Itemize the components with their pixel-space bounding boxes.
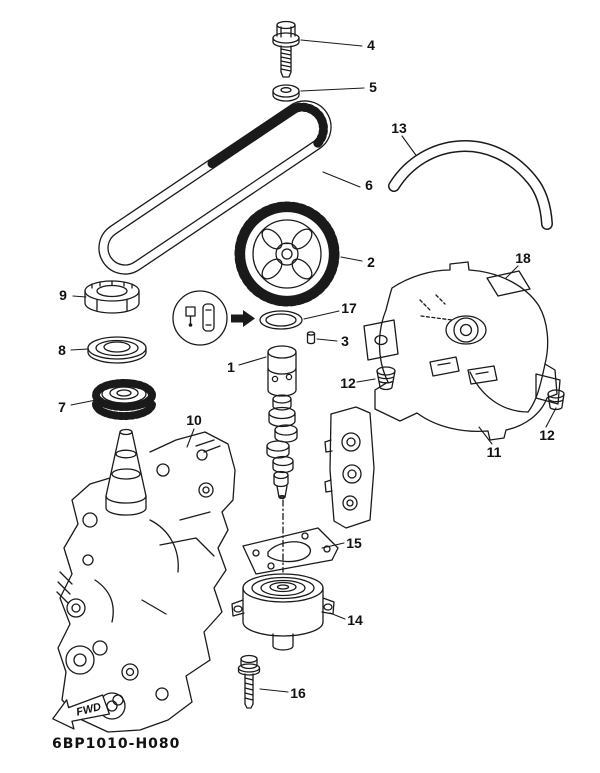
part-17-oring bbox=[259, 310, 303, 330]
callout-3: 3 bbox=[341, 333, 349, 349]
callout-17: 17 bbox=[341, 300, 357, 316]
part-8-washer bbox=[87, 336, 147, 364]
part-9-nut bbox=[84, 280, 140, 314]
part-12-plug-right bbox=[547, 389, 565, 411]
drawing-code: 6BP1010-H080 bbox=[52, 736, 180, 752]
part-18-plate bbox=[486, 270, 531, 297]
part-5-washer bbox=[272, 84, 300, 102]
fwd-arrow-outline bbox=[52, 694, 110, 730]
callout-15: 15 bbox=[346, 535, 362, 551]
part-7-drive-gear bbox=[92, 379, 156, 420]
callout-13: 13 bbox=[391, 120, 407, 136]
part-2-driven-sprocket bbox=[234, 201, 340, 307]
callout-6: 6 bbox=[365, 177, 373, 193]
part-15-gasket bbox=[242, 527, 339, 575]
part-3-dowel-pin bbox=[306, 331, 316, 345]
fwd-arrow: FWD bbox=[52, 694, 110, 730]
engine-block bbox=[56, 428, 236, 733]
part-6-timing-belt bbox=[98, 100, 332, 275]
detail-arrow-icon bbox=[231, 310, 255, 327]
part-4-hex-bolt bbox=[272, 20, 300, 78]
callout-12-left: 12 bbox=[340, 375, 356, 391]
callout-7: 7 bbox=[58, 399, 66, 415]
callout-10: 10 bbox=[186, 412, 202, 428]
callout-4: 4 bbox=[367, 37, 375, 53]
callout-14: 14 bbox=[347, 612, 363, 628]
callout-1: 1 bbox=[227, 359, 235, 375]
part-14-oil-pump bbox=[231, 573, 335, 651]
callout-12-right: 12 bbox=[539, 427, 555, 443]
leader-lines bbox=[70, 39, 557, 693]
fwd-arrow-label: FWD bbox=[75, 701, 102, 719]
callout-labels: 4 5 13 6 2 18 9 17 8 3 1 12 7 10 11 12 1… bbox=[58, 37, 555, 701]
part-16-bolt bbox=[237, 654, 261, 709]
part-11-pump-cover bbox=[363, 261, 561, 441]
callout-2: 2 bbox=[367, 254, 375, 270]
callout-5: 5 bbox=[369, 79, 377, 95]
callout-8: 8 bbox=[58, 342, 66, 358]
callout-16: 16 bbox=[290, 685, 306, 701]
callout-11: 11 bbox=[487, 444, 502, 460]
detail-view-circle bbox=[172, 290, 228, 346]
part-1-pump-driveshaft bbox=[266, 345, 298, 500]
callout-18: 18 bbox=[515, 250, 531, 266]
part-13-seal-strip bbox=[388, 140, 553, 230]
callout-9: 9 bbox=[59, 287, 67, 303]
